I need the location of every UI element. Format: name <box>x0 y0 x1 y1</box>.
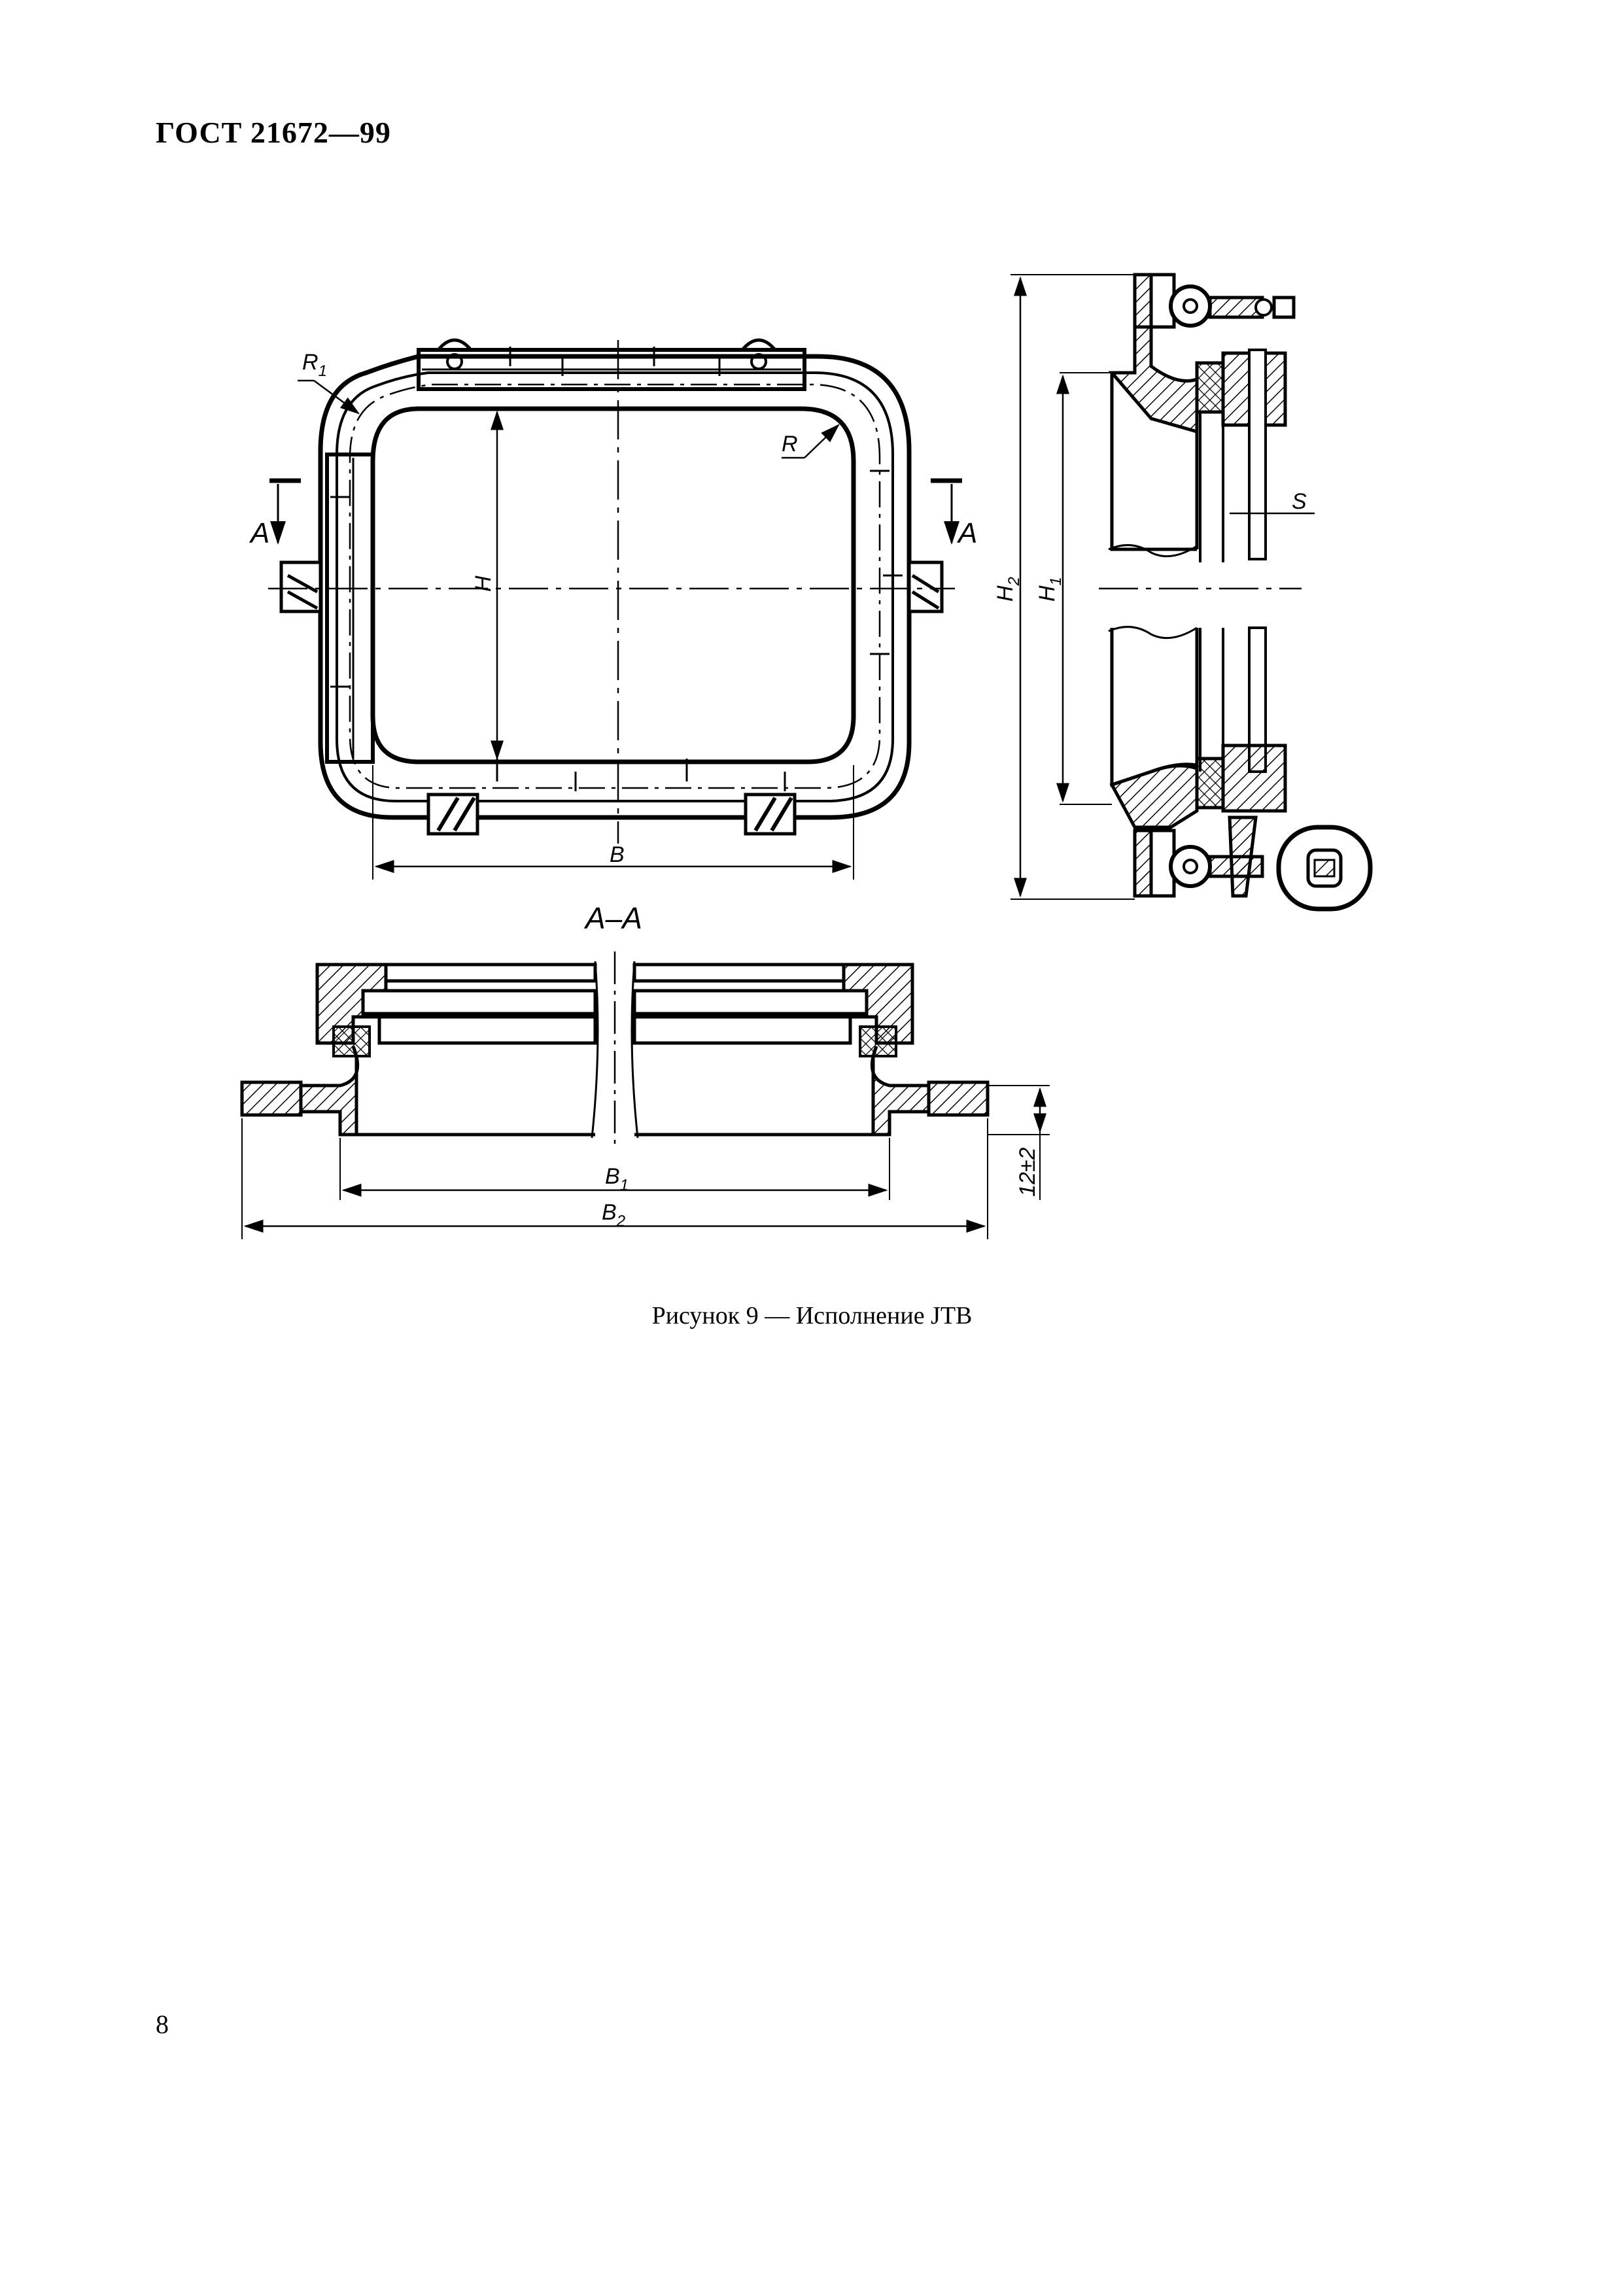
label-height: 12±2 <box>1015 1148 1040 1197</box>
label-s: S <box>1292 489 1307 514</box>
bottom-clamps <box>426 793 797 836</box>
label-b1: B1 <box>605 1164 629 1194</box>
front-view <box>268 338 962 880</box>
label-h2: H2 <box>993 577 1023 602</box>
window-opening <box>370 406 856 764</box>
figure-caption: Рисунок 9 — Исполнение JTB <box>651 1302 973 1329</box>
label-b: B <box>610 842 625 867</box>
label-h: H <box>471 575 496 592</box>
section-mark-right: A <box>956 517 977 549</box>
label-b2: B2 <box>602 1200 625 1230</box>
side-view <box>1011 273 1373 912</box>
label-r1: R1 <box>302 350 327 380</box>
side-view-labels: H2 H1 S <box>993 489 1307 602</box>
section-view <box>240 951 1050 1239</box>
section-title: A–A <box>583 901 642 935</box>
page-number: 8 <box>156 2010 169 2039</box>
label-r: R <box>782 432 798 456</box>
section-view-labels: A–A B1 B2 12±2 <box>583 901 1040 1230</box>
document-header: ГОСТ 21672—99 <box>156 116 391 149</box>
front-view-labels: R1 R H B A A <box>249 350 977 867</box>
label-h1: H1 <box>1035 577 1065 602</box>
section-mark-left: A <box>249 517 269 549</box>
frame-outer-contour <box>318 354 912 820</box>
